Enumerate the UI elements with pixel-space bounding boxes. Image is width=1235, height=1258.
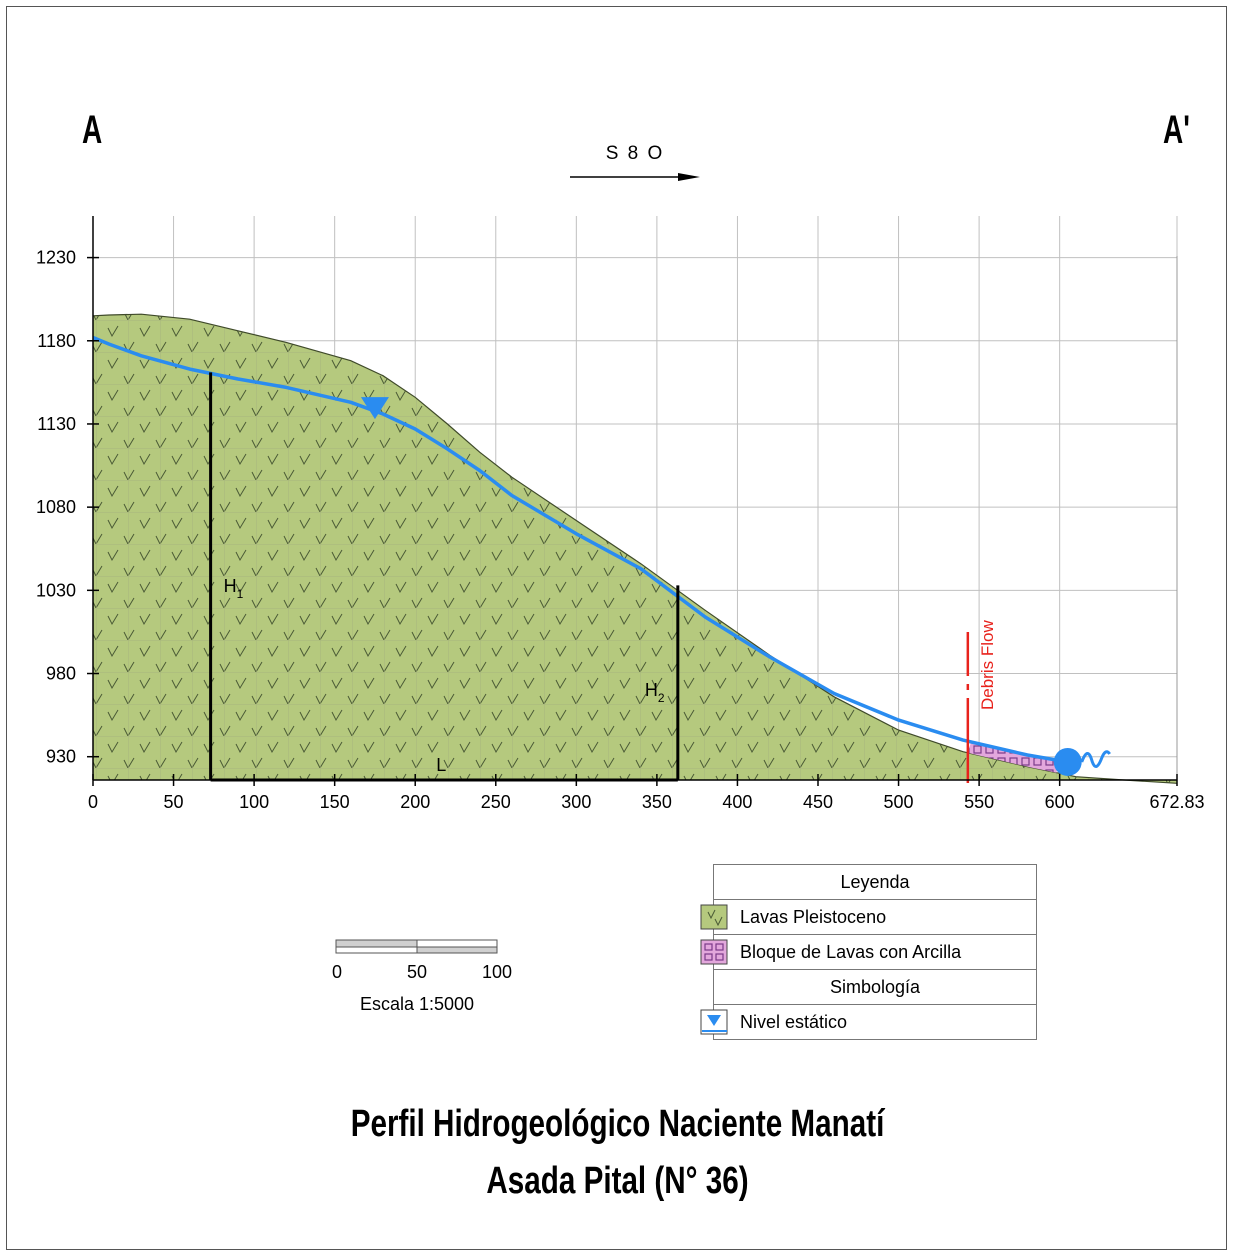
- spring-icon: [1053, 747, 1082, 776]
- water-level-icon: [700, 1009, 728, 1035]
- legend: Leyenda Lavas Pleistoceno Bloque de Lava…: [700, 864, 1037, 1040]
- x-tick-label: 150: [320, 792, 350, 812]
- lava-pattern-icon: [700, 904, 728, 930]
- scale-label-0: 0: [331, 962, 343, 982]
- legend-item-clay: Bloque de Lavas con Arcilla: [700, 934, 1037, 970]
- y-tick-label: 980: [46, 664, 76, 684]
- x-tick-label: 550: [964, 792, 994, 812]
- scale-bar: [335, 939, 498, 954]
- symbology-header-text: Simbología: [829, 976, 921, 997]
- h2-label: H2: [645, 680, 665, 705]
- terrain-layers: [92, 313, 1178, 784]
- x-tick-label: 350: [642, 792, 672, 812]
- x-tick-label: 672.83: [1149, 792, 1204, 812]
- scale-label-50: 50: [406, 962, 428, 982]
- title-line-2: Asada Pital (N° 36): [486, 1160, 749, 1202]
- spring-wave-icon: [1080, 750, 1111, 768]
- clay-block-pattern-icon: [700, 939, 728, 965]
- clay-block-pattern: [967, 741, 1060, 773]
- l-label: L: [436, 755, 446, 775]
- section-start-label: A: [82, 108, 103, 152]
- lava-layer-pattern: [93, 314, 1177, 784]
- y-tick-label: 1180: [37, 331, 76, 351]
- x-tick-label: 50: [164, 792, 184, 812]
- scale-caption: Escala 1:5000: [359, 994, 475, 1014]
- x-tick-label: 100: [239, 792, 269, 812]
- y-tick-label: 1080: [36, 497, 76, 517]
- legend-item-lava: Lavas Pleistoceno: [700, 899, 1037, 935]
- axes: 0 50 100 150 200 250 300 350 400 450 500 550 600 672.…: [36, 216, 1205, 812]
- x-tick-label: 200: [400, 792, 430, 812]
- section-end-label: A': [1163, 108, 1190, 152]
- legend-header: Leyenda: [713, 864, 1037, 900]
- x-tick-label: 400: [722, 792, 752, 812]
- symbology-header: Simbología: [713, 969, 1037, 1005]
- direction-arrow-icon: [570, 173, 700, 181]
- debris-flow-label: Debris Flow: [978, 620, 997, 710]
- y-tick-label: 1030: [36, 580, 76, 600]
- page-frame: [6, 6, 1227, 1250]
- x-tick-label: 600: [1045, 792, 1075, 812]
- title-line-1: Perfil Hidrogeológico Naciente Manatí: [350, 1103, 885, 1145]
- legend-item-water-level-label: Nivel estático: [740, 1011, 848, 1032]
- y-tick-label: 1130: [37, 414, 76, 434]
- h1-label: H1: [224, 576, 244, 601]
- x-tick-label: 450: [803, 792, 833, 812]
- x-tick-label: 300: [561, 792, 591, 812]
- legend-item-water-level: Nivel estático: [700, 1004, 1037, 1040]
- water-table-line: [92, 335, 1077, 766]
- x-tick-label: 500: [884, 792, 914, 812]
- x-tick-label: 0: [88, 792, 98, 812]
- water-level-marker-icon: [360, 397, 389, 420]
- legend-item-clay-label: Bloque de Lavas con Arcilla: [740, 941, 962, 962]
- y-tick-label: 1230: [36, 248, 76, 268]
- x-tick-label: 250: [481, 792, 511, 812]
- scale-label-100: 100: [481, 962, 513, 982]
- legend-item-lava-label: Lavas Pleistoceno: [740, 906, 887, 927]
- direction-label: S 8 O: [605, 143, 665, 164]
- legend-header-text: Leyenda: [840, 871, 910, 892]
- y-tick-label: 930: [46, 747, 76, 767]
